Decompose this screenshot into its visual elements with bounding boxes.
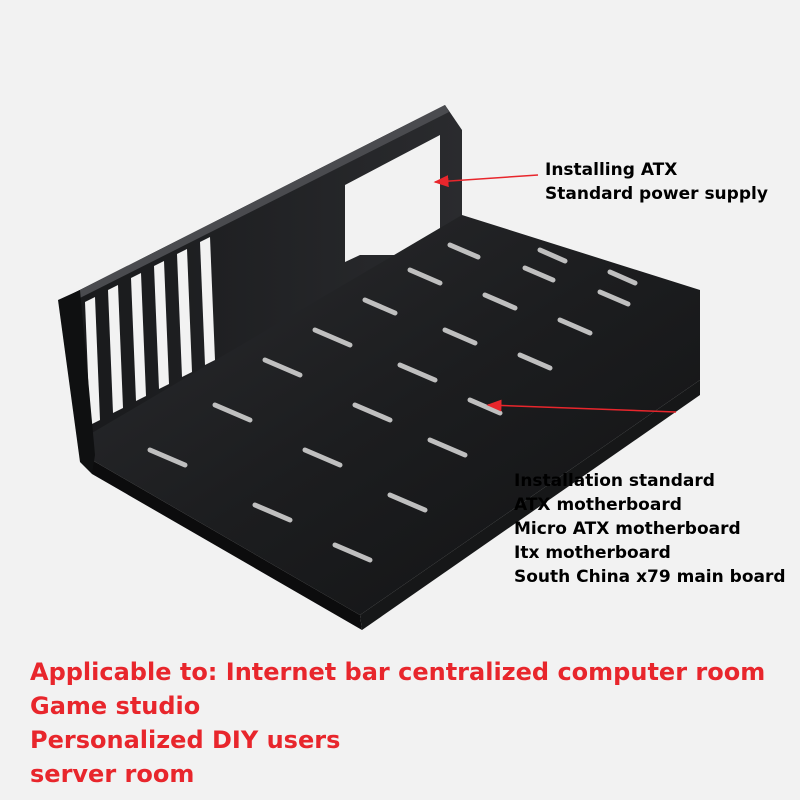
applicable-to-list: Applicable to: Internet bar centralized … (30, 655, 765, 791)
io-vents (270, 51, 358, 121)
motherboard-callout-line-1: Installation standard (514, 471, 715, 491)
psu-callout: Installing ATX Standard power supply (545, 158, 768, 206)
psu-arrow (433, 174, 539, 188)
base-plate (58, 215, 700, 630)
motherboard-callout-line-2: ATX motherboard (514, 495, 682, 515)
psu-callout-line-1: Installing ATX (545, 160, 678, 180)
mounting-slots (147, 242, 638, 563)
back-panel (60, 51, 462, 450)
applicable-line-2: Game studio (30, 692, 201, 720)
motherboard-callout-line-3: Micro ATX motherboard (514, 519, 741, 539)
applicable-line-4: server room (30, 760, 195, 788)
motherboard-callout: Installation standard ATX motherboard Mi… (514, 469, 786, 589)
applicable-line-1: Applicable to: Internet bar centralized … (30, 658, 766, 686)
psu-callout-line-2: Standard power supply (545, 184, 768, 204)
motherboard-callout-line-5: South China x79 main board (514, 567, 786, 587)
applicable-line-3: Personalized DIY users (30, 726, 341, 754)
motherboard-callout-line-4: Itx motherboard (514, 543, 671, 563)
motherboard-arrow (486, 399, 677, 413)
